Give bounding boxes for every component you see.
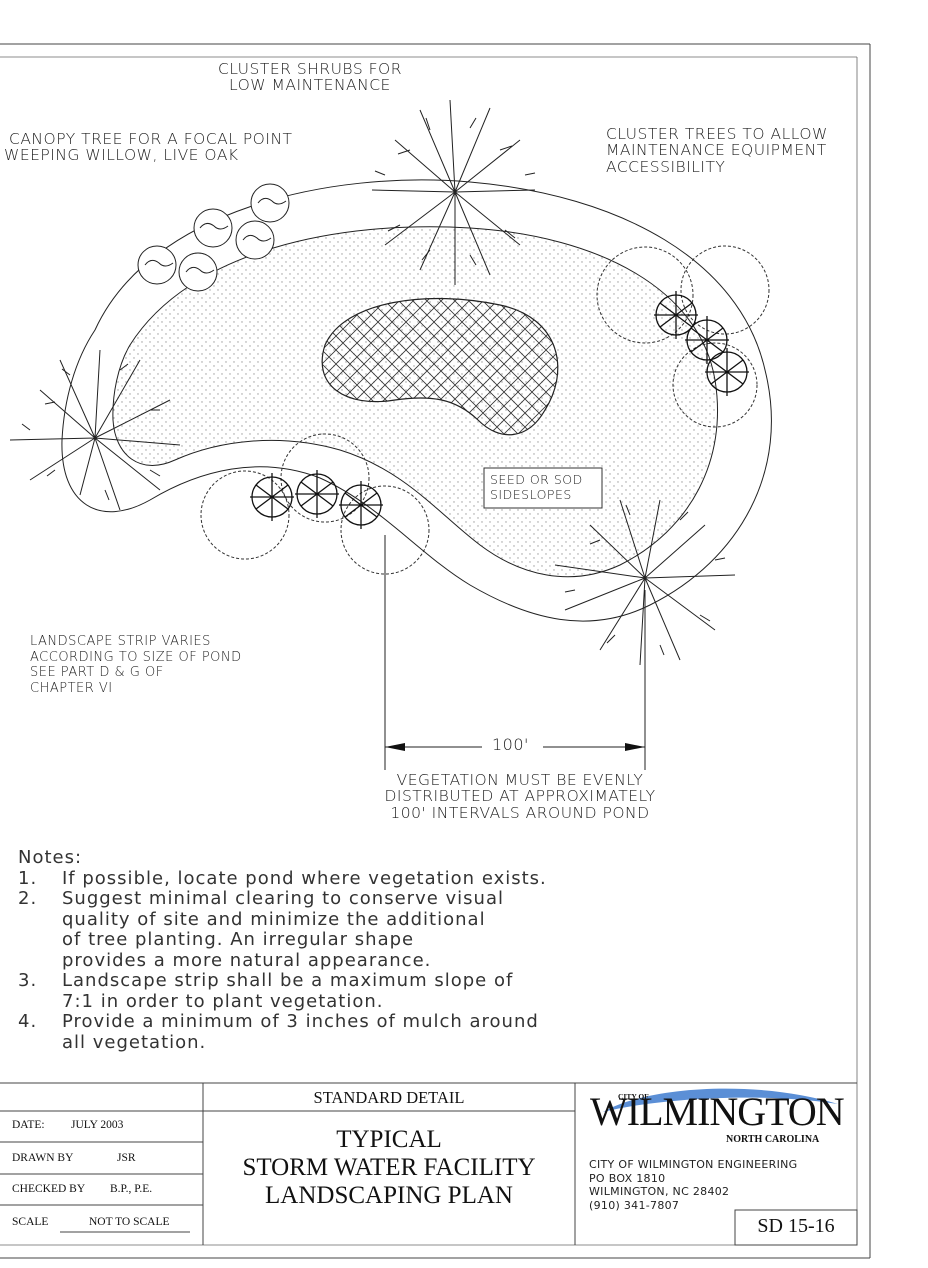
standard-detail-heading: STANDARD DETAIL <box>313 1088 465 1107</box>
arrow-left-icon <box>385 743 405 751</box>
shrub-icon <box>235 220 275 260</box>
landscape-strip-label: LANDSCAPE STRIP VARIES ACCORDING TO SIZE… <box>30 634 242 696</box>
address-line: PO BOX 1810 <box>589 1171 666 1185</box>
date-value: JULY 2003 <box>71 1119 124 1131</box>
notes-title: Notes: <box>18 847 83 868</box>
shrub-outline-cluster-lower <box>200 433 430 575</box>
shrub-icon <box>178 252 218 292</box>
evergreen-shrubs <box>250 291 749 529</box>
date-label: DATE: <box>12 1119 45 1131</box>
note-line: all vegetation. <box>62 1031 207 1053</box>
logo-wordmark: WILMINGTON <box>590 1089 845 1134</box>
shrub-icon <box>193 208 233 248</box>
dimension-label: 100' <box>492 735 529 754</box>
seed-sod-label-box <box>483 467 603 509</box>
title-block-grid <box>0 1082 858 1246</box>
cluster-shrubs-label: CLUSTER SHRUBS FOR LOW MAINTENANCE <box>218 60 402 95</box>
note-item: 2.Suggest minimal clearing to conserve v… <box>18 888 504 909</box>
address-line: CITY OF WILMINGTON ENGINEERING <box>589 1158 798 1171</box>
permanent-pool-hatched <box>321 297 559 436</box>
city-logo: CITY OF WILMINGTON NORTH CAROLINA <box>588 1090 848 1150</box>
drawing-title: TYPICAL STORM WATER FACILITY LANDSCAPING… <box>203 1126 575 1210</box>
cluster-trees-label: CLUSTER TREES TO ALLOW MAINTENANCE EQUIP… <box>606 126 828 175</box>
landscape-strip-outer-boundary <box>61 179 772 622</box>
title-line: TYPICAL <box>336 1126 442 1153</box>
drawn-by-label: DRAWN BY <box>12 1152 74 1164</box>
title-line: LANDSCAPING PLAN <box>265 1182 513 1209</box>
note-line: of tree planting. An irregular shape <box>62 929 415 950</box>
canopy-tree-bottom-icon <box>554 499 736 666</box>
sheet-number: SD 15-16 <box>757 1215 835 1237</box>
scale-value: NOT TO SCALE <box>89 1216 170 1228</box>
canopy-tree-top-icon <box>371 99 536 285</box>
shrub-icon <box>137 245 177 285</box>
notes-section: Notes: 1.If possible, locate pond where … <box>18 847 547 1053</box>
canopy-tree-left-icon <box>9 349 181 511</box>
shrub-icon <box>250 183 290 223</box>
note-item: 1.If possible, locate pond where vegetat… <box>18 867 547 889</box>
address-line: (910) 341-7807 <box>589 1198 680 1212</box>
shrub-outline-cluster-right <box>596 245 770 428</box>
seed-sod-label: SEED OR SOD SIDESLOPES <box>490 472 583 502</box>
canopy-tree-label: CANOPY TREE FOR A FOCAL POINT WEEPING WI… <box>4 130 293 165</box>
logo-state: NORTH CAROLINA <box>726 1134 820 1145</box>
arrow-right-icon <box>625 743 645 751</box>
address-block: CITY OF WILMINGTON ENGINEERING PO BOX 18… <box>589 1158 798 1212</box>
shrub-cluster <box>137 183 290 292</box>
note-item: 4.Provide a minimum of 3 inches of mulch… <box>18 1011 539 1032</box>
drawn-by-value: JSR <box>117 1152 136 1164</box>
logo-swoosh-icon <box>603 1088 838 1112</box>
checked-by-label: CHECKED BY <box>12 1183 86 1195</box>
logo-city-of: CITY OF <box>618 1092 649 1101</box>
scale-label: SCALE <box>12 1216 49 1228</box>
note-item: 3.Landscape strip shall be a maximum slo… <box>18 970 514 991</box>
note-line: 7:1 in order to plant vegetation. <box>62 990 384 1012</box>
checked-by-value: B.P., P.E. <box>110 1183 153 1195</box>
note-line: provides a more natural appearance. <box>62 949 432 971</box>
address-line: WILMINGTON, NC 28402 <box>589 1185 730 1198</box>
note-line: quality of site and minimize the additio… <box>62 908 486 930</box>
title-line: STORM WATER FACILITY <box>242 1154 536 1181</box>
vegetation-note-label: VEGETATION MUST BE EVENLY DISTRIBUTED AT… <box>384 771 656 822</box>
